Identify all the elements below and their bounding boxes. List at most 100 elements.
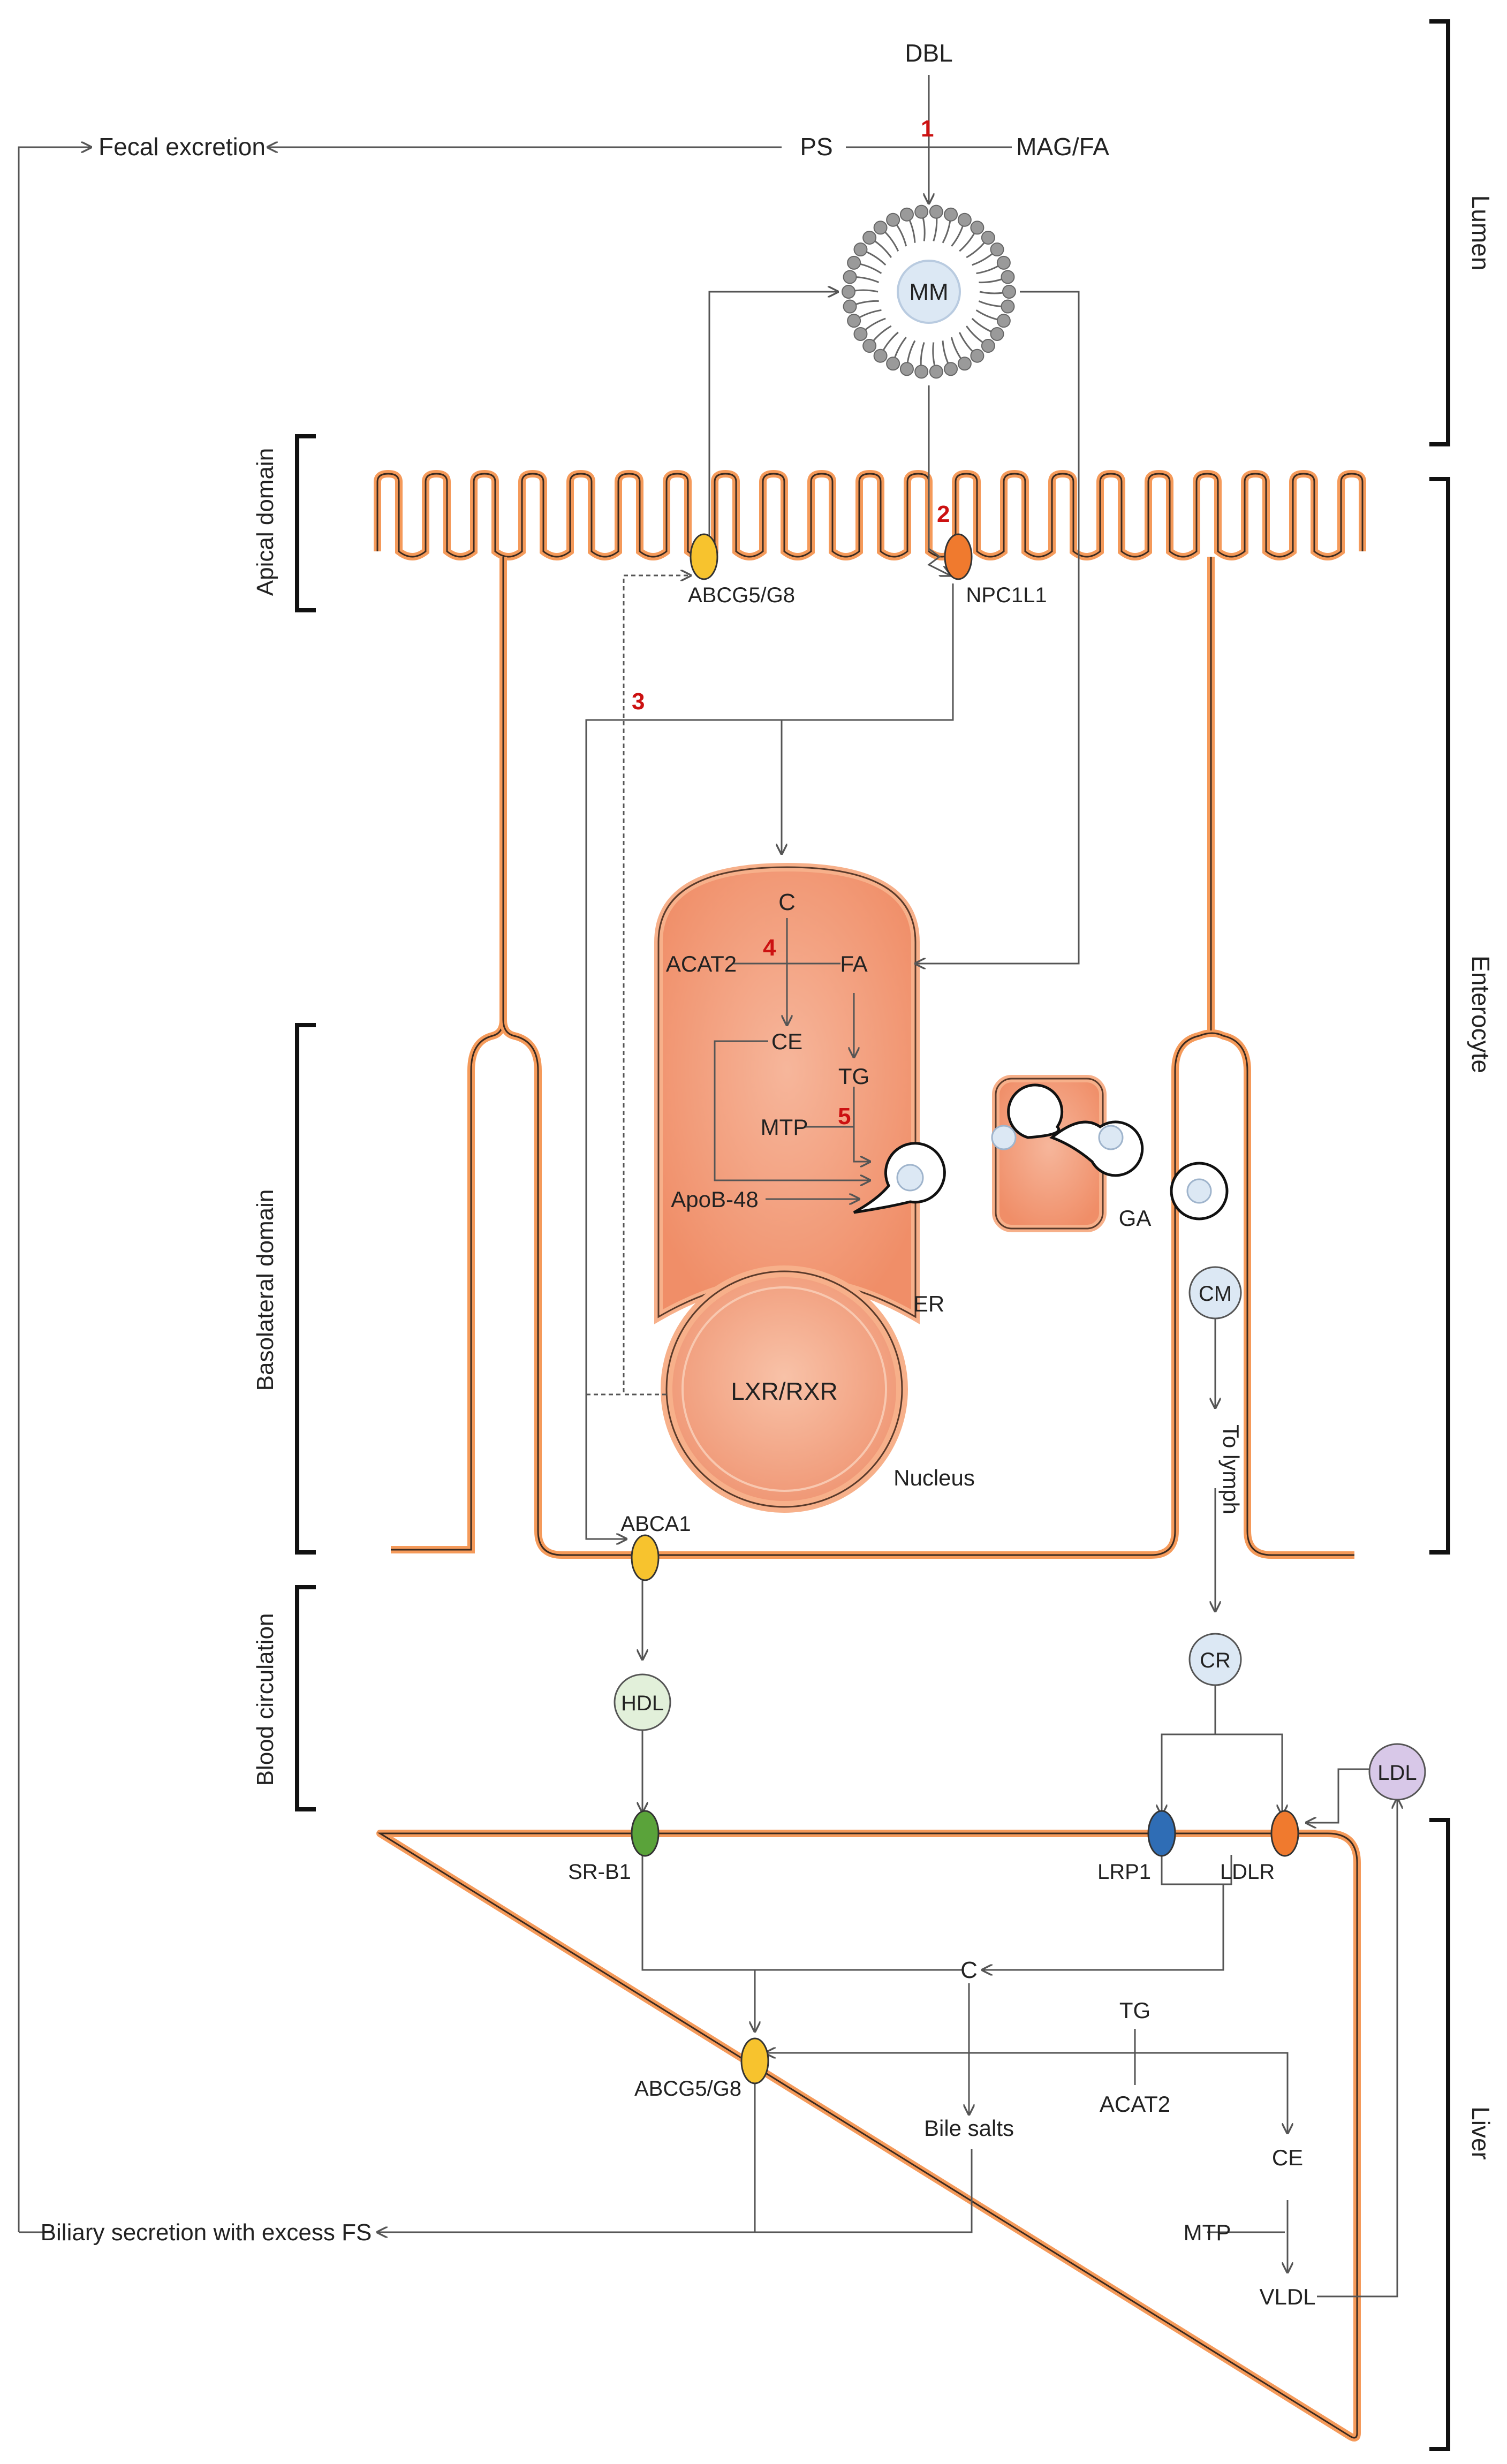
micelle-lipid-head	[862, 230, 877, 245]
step-3: 3	[632, 688, 645, 715]
micelle-lipid-head	[899, 362, 914, 376]
label-bile: Bile salts	[924, 2116, 1014, 2141]
srb1-receptor	[631, 1810, 660, 1857]
micelle-lipid-head	[970, 348, 985, 363]
label-ldlr: LDLR	[1220, 1860, 1275, 1884]
micelle-lipid-head	[873, 348, 888, 363]
region-labels: Lumen Enterocyte Liver Apical domain Bas…	[252, 195, 1495, 2160]
label-vldl: VLDL	[1259, 2284, 1315, 2309]
npc1l1-transporter	[944, 533, 973, 580]
micelle-lipid-head	[996, 255, 1011, 270]
blood-bracket	[295, 1585, 316, 1811]
micelle-lipid-head	[944, 362, 958, 376]
label-biliary: Biliary secretion with excess FS	[41, 2219, 372, 2246]
micelle-lipid-head	[929, 365, 943, 379]
label-abcg5-apical: ABCG5/G8	[688, 583, 795, 607]
micelle-lipid-head	[886, 213, 900, 227]
region-liver: Liver	[1467, 2106, 1495, 2160]
micelle-lipid-head	[1002, 285, 1016, 299]
label-cm: CM	[1199, 1282, 1232, 1306]
label-srb1: SR-B1	[568, 1860, 631, 1884]
label-ce-liver: CE	[1272, 2145, 1303, 2170]
region-blood: Blood circulation	[252, 1613, 278, 1786]
label-lrp1: LRP1	[1097, 1860, 1151, 1884]
label-to-lymph: To lymph	[1218, 1424, 1244, 1514]
basolateral-bracket	[295, 1023, 316, 1555]
micelle-lipid-head	[853, 327, 868, 341]
micelle-lipid-head	[843, 299, 857, 314]
label-hdl: HDL	[621, 1692, 664, 1715]
micelle-lipid-head	[944, 207, 958, 222]
micelle-lipid-head	[957, 357, 972, 371]
step-2: 2	[937, 501, 950, 527]
micelle-lipid-head	[1001, 270, 1015, 284]
abca1-transporter	[631, 1534, 660, 1581]
hdl-particle	[614, 1673, 671, 1731]
label-cr: CR	[1200, 1649, 1231, 1672]
micelle-lipid-head	[847, 255, 861, 270]
region-brackets	[295, 19, 1450, 2451]
labels: DBL PS MAG/FA Fecal excretion MM ABCG5/G…	[41, 39, 1417, 2309]
micelle-lipid-head	[862, 339, 877, 353]
micelle-lipid-head	[990, 242, 1004, 257]
label-ga: GA	[1119, 1206, 1152, 1231]
label-mtp-er: MTP	[761, 1115, 808, 1140]
micelle-lipid-head	[929, 204, 943, 219]
label-c-er: C	[778, 889, 796, 915]
label-ldl: LDL	[1377, 1761, 1417, 1785]
micelle-lipid-head	[914, 204, 929, 219]
micelle-lipid-head	[957, 213, 972, 227]
region-basolateral: Basolateral domain	[252, 1189, 278, 1391]
label-er: ER	[913, 1291, 944, 1316]
label-acat2-er: ACAT2	[666, 951, 737, 976]
lrp1-receptor	[1147, 1810, 1176, 1857]
label-npc1l1: NPC1L1	[966, 583, 1047, 607]
micelle-lipid-head	[981, 339, 995, 353]
label-mm: MM	[909, 279, 948, 305]
micelle-lipid-head	[899, 207, 914, 222]
label-abcg5-liver: ABCG5/G8	[634, 2077, 741, 2101]
micelle-lipid-head	[970, 221, 985, 235]
nucleus-organelle	[661, 1265, 908, 1513]
micelle-lipid-head	[853, 242, 868, 257]
micelle-core	[897, 260, 961, 324]
enterocyte-membrane	[374, 469, 1366, 1559]
label-fecal: Fecal excretion	[99, 133, 266, 161]
region-enterocyte: Enterocyte	[1467, 956, 1495, 1073]
label-abca1: ABCA1	[620, 1512, 691, 1536]
step-5: 5	[838, 1103, 851, 1129]
enterocyte-bracket	[1429, 477, 1450, 1555]
pathway-arrows	[18, 75, 1397, 2298]
cm-particle	[1188, 1266, 1242, 1320]
step-numbers: 1 2 3 4 5	[632, 116, 950, 1129]
label-fa-er: FA	[840, 951, 867, 976]
label-ps: PS	[800, 133, 832, 161]
lipoproteins	[614, 1266, 1426, 1801]
micelle-lipid-head	[843, 270, 857, 284]
label-tg-liver: TG	[1119, 1998, 1150, 2023]
label-apob: ApoB-48	[671, 1187, 758, 1212]
label-tg-er: TG	[838, 1064, 869, 1089]
vesicles	[853, 1083, 1229, 1220]
label-nucleus: Nucleus	[893, 1465, 975, 1490]
label-ce-er: CE	[771, 1029, 802, 1054]
micelle-lipid-head	[996, 314, 1011, 328]
abcg5-apical-transporter	[690, 533, 718, 580]
label-c-liver: C	[960, 1957, 978, 1983]
mixed-micelle	[842, 204, 1016, 379]
liver-cell	[376, 1830, 1361, 2442]
step-4: 4	[763, 935, 776, 961]
apical-bracket	[295, 434, 316, 612]
ldl-particle	[1368, 1743, 1426, 1801]
micelle-lipid-head	[847, 314, 861, 328]
micelle-lipid-head	[842, 285, 855, 299]
micelle-lipid-head	[873, 221, 888, 235]
lumen-bracket	[1429, 19, 1450, 446]
liver-bracket	[1429, 1818, 1450, 2451]
micelle-lipid-head	[1001, 299, 1015, 314]
transporters	[631, 533, 1299, 2084]
abcg5-liver-transporter	[740, 2037, 769, 2084]
micelle-lipid-head	[981, 230, 995, 245]
